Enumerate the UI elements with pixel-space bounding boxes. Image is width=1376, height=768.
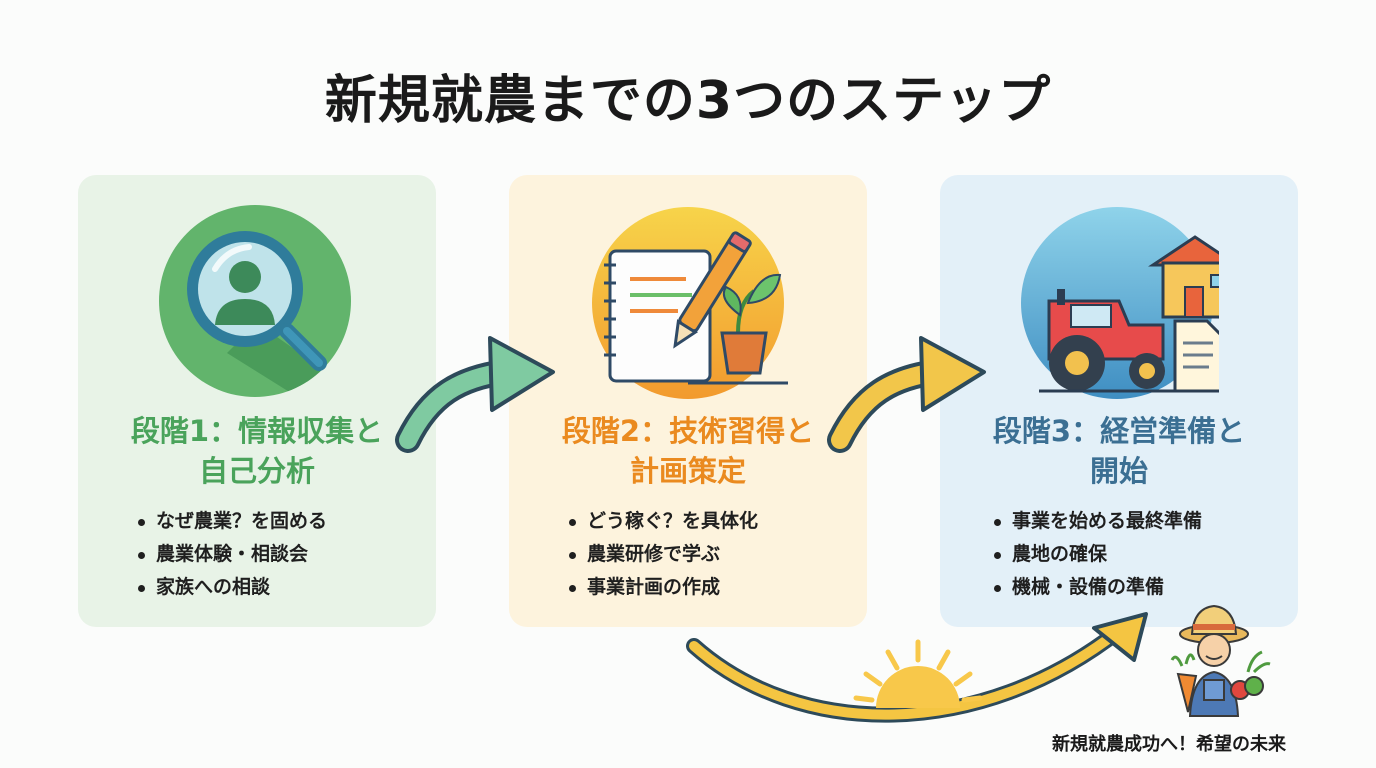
step-card-3: 段階3：経営準備と 開始 事業を始める最終準備 農地の確保 機械・設備の準備: [940, 175, 1298, 627]
farmer-icon: [1170, 604, 1271, 717]
magnifier-person-icon: [157, 203, 357, 403]
step-title-3-line2: 開始: [1089, 454, 1148, 488]
page-title: 新規就農までの3つのステップ: [324, 71, 1052, 131]
bullet-dot: [994, 585, 1001, 592]
step-title-3-line1: 段階3：経営準備と: [992, 414, 1246, 448]
bullet-text: なぜ農業？を固める: [156, 510, 328, 532]
bullet-text: 農地の確保: [1012, 543, 1108, 565]
list-item: 事業を始める最終準備: [990, 505, 1202, 538]
bullet-text: 家族への相談: [156, 576, 271, 598]
step-1-bullet-list: なぜ農業？を固める 農業体験・相談会 家族への相談: [134, 505, 327, 604]
bullet-text: 事業計画の作成: [587, 576, 721, 598]
step-card-2: 段階2：技術習得と 計画策定 どう稼ぐ？を具体化 農業研修で学ぶ 事業計画の作成: [509, 175, 867, 627]
bullet-text: 事業を始める最終準備: [1012, 510, 1203, 532]
tractor-house-document-icon: [1019, 203, 1242, 403]
step-2-bullet-list: どう稼ぐ？を具体化 農業研修で学ぶ 事業計画の作成: [565, 505, 758, 604]
step-title-3: 段階3：経営準備と 開始: [950, 411, 1288, 491]
list-item: なぜ農業？を固める: [134, 505, 327, 538]
bullet-dot: [138, 519, 145, 526]
list-item: 農業体験・相談会: [134, 538, 327, 571]
arrow-step2-to-step3: [827, 336, 986, 453]
list-item: どう稼ぐ？を具体化: [565, 505, 758, 538]
bullet-dot: [569, 585, 576, 592]
list-item: 機械・設備の準備: [990, 571, 1202, 604]
step-title-1: 段階1：情報収集と 自己分析: [88, 411, 426, 491]
step-title-1-line1: 段階1：情報収集と: [130, 414, 384, 448]
bullet-text: 農業体験・相談会: [156, 543, 309, 565]
arrow-step1-to-step2: [395, 336, 555, 453]
bullet-dot: [569, 552, 576, 559]
bullet-text: どう稼ぐ？を具体化: [587, 510, 759, 532]
step-title-2: 段階2：技術習得と 計画策定: [519, 411, 857, 491]
step-card-1: 段階1：情報収集と 自己分析 なぜ農業？を固める 農業体験・相談会 家族への相談: [78, 175, 436, 627]
bullet-text: 機械・設備の準備: [1012, 576, 1165, 598]
list-item: 農業研修で学ぶ: [565, 538, 758, 571]
bullet-dot: [138, 585, 145, 592]
list-item: 事業計画の作成: [565, 571, 758, 604]
list-item: 農地の確保: [990, 538, 1202, 571]
bullet-dot: [569, 519, 576, 526]
sun-icon: [853, 639, 983, 708]
step-title-1-line2: 自己分析: [198, 454, 315, 488]
list-item: 家族への相談: [134, 571, 327, 604]
step-3-bullet-list: 事業を始める最終準備 農地の確保 機械・設備の準備: [990, 505, 1202, 604]
bullet-dot: [994, 552, 1001, 559]
arrow-to-future: [686, 612, 1148, 723]
bullet-text: 農業研修で学ぶ: [587, 543, 721, 565]
bullet-dot: [994, 519, 1001, 526]
bullet-dot: [138, 552, 145, 559]
step-title-2-line1: 段階2：技術習得と: [561, 414, 815, 448]
step-title-2-line2: 計画策定: [629, 454, 746, 488]
notebook-pencil-plant-icon: [588, 203, 788, 403]
future-caption: 新規就農成功へ！希望の未来: [1052, 734, 1286, 755]
